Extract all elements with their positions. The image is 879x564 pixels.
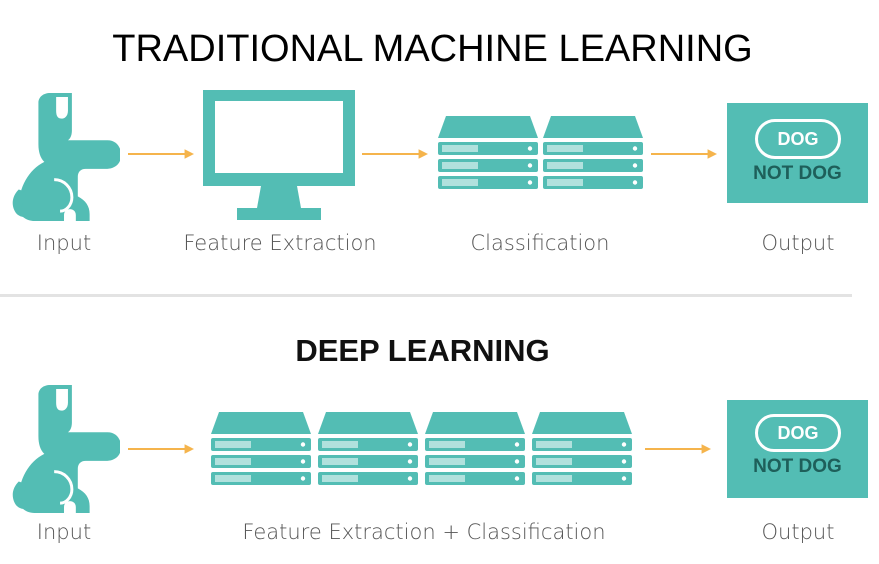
- dog-pill: DOG: [755, 414, 841, 452]
- deep-title: DEEP LEARNING: [295, 333, 550, 368]
- server-stack-icon: [318, 412, 418, 490]
- output-box: DOG NOT DOG: [727, 103, 868, 203]
- not-dog-label: NOT DOG: [753, 163, 842, 184]
- step-label-input: Input: [36, 231, 92, 255]
- monitor-icon: [203, 90, 355, 220]
- server-stack-icon: [425, 412, 525, 490]
- server-stack-icon: [438, 116, 538, 194]
- step-label-output: Output: [761, 231, 835, 255]
- arrow-right-icon: [128, 148, 194, 160]
- step-label-feature-extraction-classification: Feature Extraction + Classification: [242, 520, 606, 544]
- step-label-feature-extraction: Feature Extraction: [183, 231, 377, 255]
- server-stack-icon: [211, 412, 311, 490]
- step-label-input: Input: [36, 520, 92, 544]
- step-label-output: Output: [761, 520, 835, 544]
- not-dog-label: NOT DOG: [753, 456, 842, 477]
- step-label-classification: Classification: [470, 231, 610, 255]
- arrow-right-icon: [128, 443, 194, 455]
- output-box: DOG NOT DOG: [727, 400, 868, 498]
- server-stack-icon: [532, 412, 632, 490]
- section-divider: [0, 294, 852, 297]
- arrow-right-icon: [651, 148, 717, 160]
- dog-icon: [10, 385, 120, 513]
- dog-icon: [10, 93, 120, 221]
- arrow-right-icon: [645, 443, 711, 455]
- arrow-right-icon: [362, 148, 428, 160]
- server-stack-icon: [543, 116, 643, 194]
- dog-pill: DOG: [755, 119, 841, 159]
- traditional-title: TRADITIONAL MACHINE LEARNING: [112, 28, 753, 70]
